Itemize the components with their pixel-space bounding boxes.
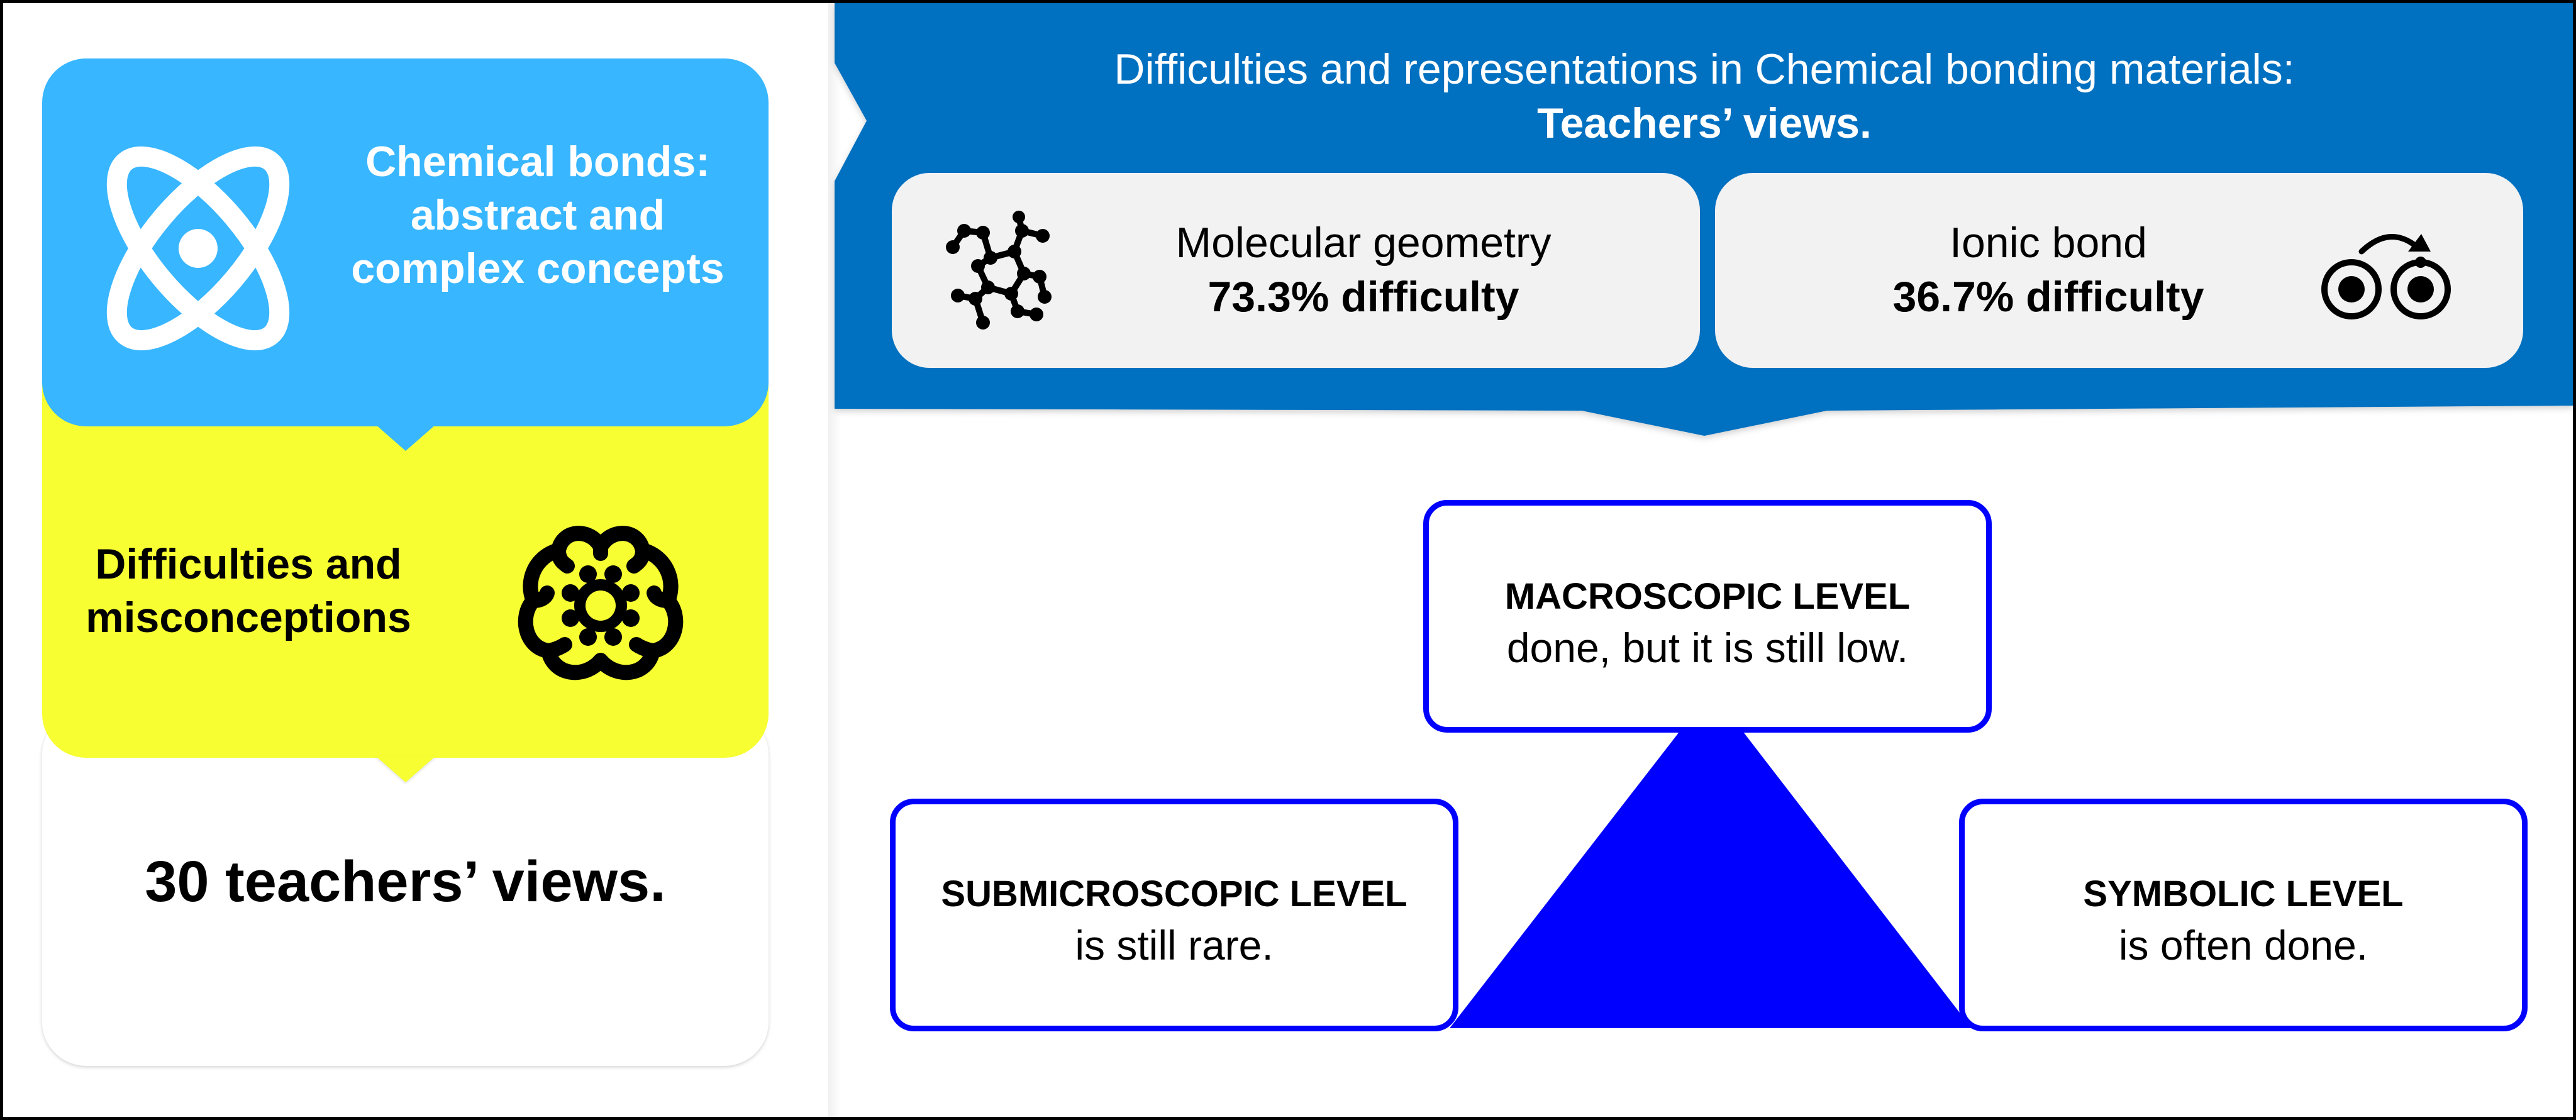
page-title: Difficulties and representations in Chem… <box>840 42 2569 150</box>
ionic-bond-icon <box>2321 233 2451 319</box>
sample-card-text: 30 teachers’ views. <box>145 850 666 914</box>
concepts-card-pointer <box>375 424 436 451</box>
page-title-line2: Teachers’ views. <box>1537 99 1872 147</box>
macroscopic-level-box: MACROSCOPIC LEVEL done, but it is still … <box>1423 500 1992 733</box>
concepts-card-text: Chemical bonds: abstract and complex con… <box>351 138 724 292</box>
level-title: SUBMICROSCOPIC LEVEL <box>941 873 1407 914</box>
symbolic-level-box: SYMBOLIC LEVEL is often done. <box>1959 799 2528 1031</box>
submicroscopic-level-box: SUBMICROSCOPIC LEVEL is still rare. <box>890 799 1458 1031</box>
level-title: MACROSCOPIC LEVEL <box>1504 576 1911 617</box>
difficulty-card-ionic-bond: Ionic bond 36.7% difficulty <box>1715 173 2523 368</box>
difficulty-topic: Molecular geometry <box>1175 219 1552 267</box>
difficulty-percent: 36.7% difficulty <box>1892 273 2204 321</box>
atom-icon <box>106 146 290 351</box>
difficulty-card-text: Ionic bond 36.7% difficulty <box>1797 216 2300 324</box>
concepts-card <box>42 58 769 426</box>
difficulty-card-molecular-geometry: Molecular geometry 73.3% difficulty <box>892 173 1700 368</box>
infographic-canvas: Difficulties and representations in Chem… <box>3 3 2573 1117</box>
molecule-icon <box>946 211 1052 330</box>
level-description: done, but it is still low. <box>1506 624 1909 671</box>
triangle-shape <box>1450 726 1972 1028</box>
column-divider <box>828 3 841 1117</box>
difficulty-card-text: Molecular geometry 73.3% difficulty <box>1080 216 1646 324</box>
level-description: is still rare. <box>1075 922 1274 968</box>
level-title: SYMBOLIC LEVEL <box>2083 873 2404 914</box>
difficulties-card-text: Difficulties and misconceptions <box>86 540 411 641</box>
page-title-line1: Difficulties and representations in Chem… <box>1114 45 2295 93</box>
difficulty-topic: Ionic bond <box>1950 219 2147 267</box>
brain-gear-icon <box>518 526 684 680</box>
difficulties-card-pointer <box>375 756 436 782</box>
level-description: is often done. <box>2118 922 2368 968</box>
difficulty-percent: 73.3% difficulty <box>1208 273 1519 321</box>
